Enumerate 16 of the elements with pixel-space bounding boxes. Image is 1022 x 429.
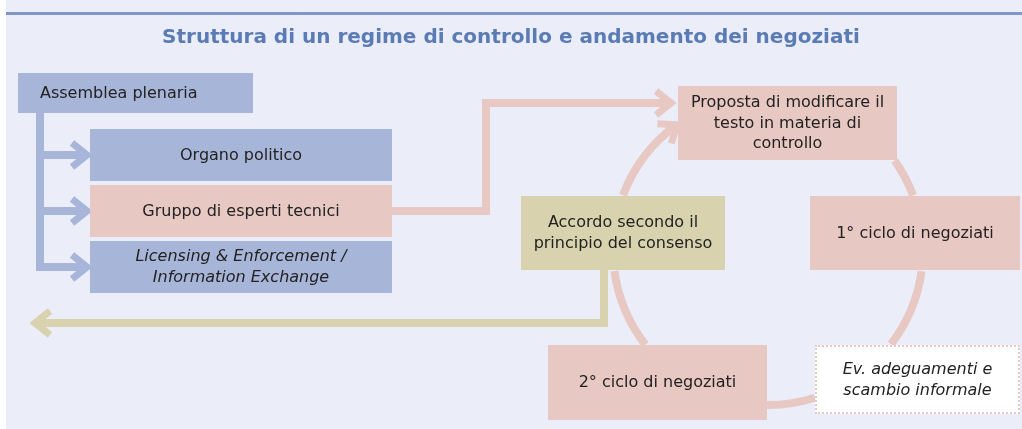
arrow xyxy=(31,270,608,339)
diagram-title: Struttura di un regime di controllo e andamento dei negoziati xyxy=(161,24,861,48)
assembly-box: Assemblea plenaria xyxy=(18,73,253,113)
process-box: Gruppo di esperti tecnici xyxy=(90,185,392,237)
connector-line xyxy=(887,270,926,347)
process-box: Licensing & Enforcement / Information Exchange xyxy=(90,241,392,293)
process-box: 1° ciclo di negoziati xyxy=(810,196,1020,270)
arrow xyxy=(392,87,675,215)
connector-line xyxy=(766,393,816,409)
connector-line xyxy=(891,158,917,197)
process-box: Proposta di modificare il testo in materia di controllo xyxy=(678,86,897,160)
process-box: Organo politico xyxy=(90,129,392,181)
process-box: 2° ciclo di negoziati xyxy=(548,345,767,420)
connector-line xyxy=(610,270,649,347)
note-box: Ev. adeguamenti e scambio informale xyxy=(815,345,1020,414)
decision-box: Accordo secondo il principio del consenso xyxy=(521,196,725,270)
